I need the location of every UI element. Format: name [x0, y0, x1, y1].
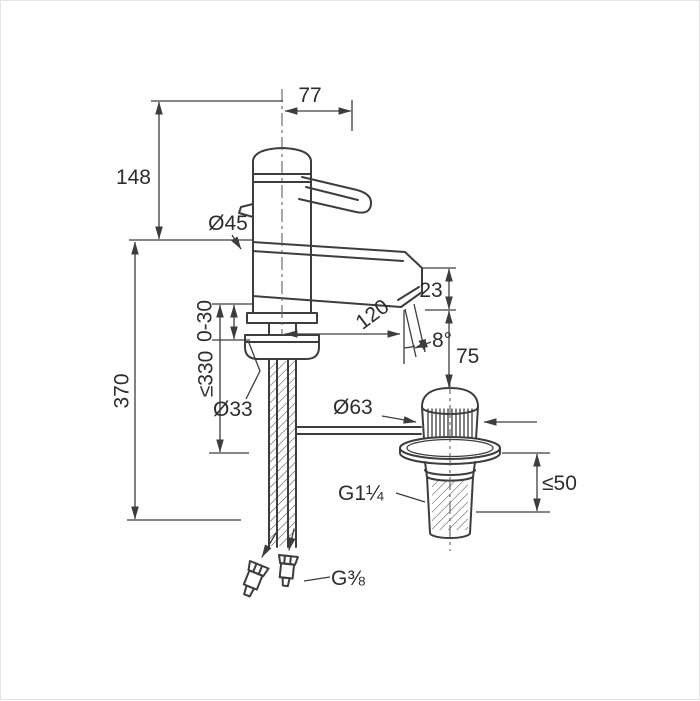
base-collar: [246, 312, 318, 324]
dimension-hose-length: ≤330: [194, 304, 249, 454]
dimension-upper-height: 148: [116, 100, 283, 241]
dim-label-spout-projection: 120: [352, 295, 394, 334]
dimension-spout-end-height: 23: [419, 267, 456, 311]
dim-label-body-diameter: Ø45: [208, 212, 248, 235]
popup-rod: [295, 426, 422, 435]
dim-label-supply-thread: G⅜: [331, 567, 365, 590]
dimension-waste-deck-max: ≤50: [476, 452, 577, 513]
mounting-washer: [244, 334, 320, 360]
dim-label-mount-hole-diameter: Ø33: [213, 398, 253, 421]
dimension-supply-thread: G⅜: [303, 567, 365, 590]
dimension-outlet-to-waste: 75: [445, 310, 479, 388]
dimension-waste-thread: G1¼: [338, 482, 426, 505]
dimension-overall-height: 370: [110, 241, 241, 521]
dim-label-overall-height: 370: [110, 373, 133, 408]
dimension-body-diameter: Ø45: [208, 212, 248, 250]
lever-handle: [298, 176, 373, 214]
water-stream: [403, 303, 426, 364]
dimension-top-width: 77: [284, 84, 353, 131]
dim-label-waste-thread: G1¼: [338, 482, 384, 505]
dimension-mount-hole-diameter: Ø33: [213, 342, 261, 421]
dimension-spout-projection: 120: [284, 295, 401, 338]
dim-label-upper-height: 148: [116, 166, 151, 189]
dim-label-outlet-to-waste: 75: [456, 345, 479, 368]
dim-label-waste-deck-max: ≤50: [542, 472, 577, 495]
spout: [252, 241, 423, 308]
dimension-waste-flange-diameter: Ø63: [333, 396, 537, 426]
dim-label-waste-flange-diameter: Ø63: [333, 396, 373, 419]
supply-connectors: [242, 528, 299, 598]
knurl-lines: [427, 408, 473, 438]
centerlines: [281, 89, 451, 551]
dim-label-top-width: 77: [298, 84, 321, 107]
dim-label-spout-end-height: 23: [419, 279, 442, 302]
dim-label-hose-length: ≤330: [194, 351, 217, 398]
faucet-body-outline: [238, 147, 423, 324]
side-tab: [238, 203, 254, 218]
mounting-shank-and-hoses: [244, 322, 320, 548]
dim-label-mount-thickness: 0-30: [193, 300, 216, 342]
